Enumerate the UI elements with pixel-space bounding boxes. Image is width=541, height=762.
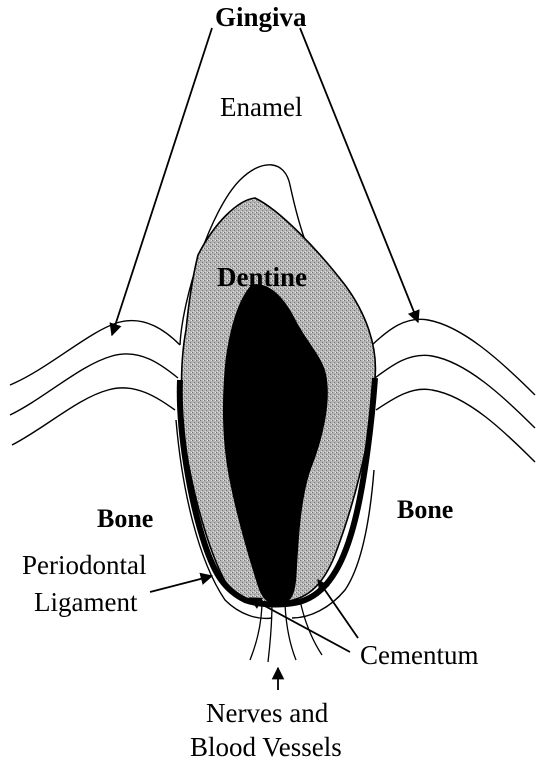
gingiva-line-right-1 (372, 319, 535, 395)
periodontal-arrow (150, 576, 212, 592)
nerve-line-1 (250, 600, 262, 660)
label-enamel: Enamel (220, 92, 302, 122)
nerve-line-2 (268, 602, 272, 662)
gingiva-line-left-2 (10, 354, 178, 415)
label-nerves-line2: Blood Vessels (190, 732, 342, 762)
label-periodontal-line1: Periodontal (22, 550, 146, 580)
nerve-line-3 (285, 604, 296, 660)
label-gingiva: Gingiva (215, 2, 307, 32)
label-bone-left: Bone (97, 504, 153, 533)
gingiva-line-left-1 (10, 321, 180, 385)
label-bone-right: Bone (397, 495, 453, 524)
label-cementum: Cementum (360, 640, 478, 670)
label-dentine: Dentine (217, 262, 307, 292)
gingiva-line-right-2 (375, 355, 535, 428)
gingiva-line-right-3 (376, 389, 535, 462)
label-periodontal-line2: Ligament (34, 587, 138, 617)
gingiva-line-left-3 (12, 388, 175, 445)
label-nerves-line1: Nerves and (206, 698, 329, 728)
